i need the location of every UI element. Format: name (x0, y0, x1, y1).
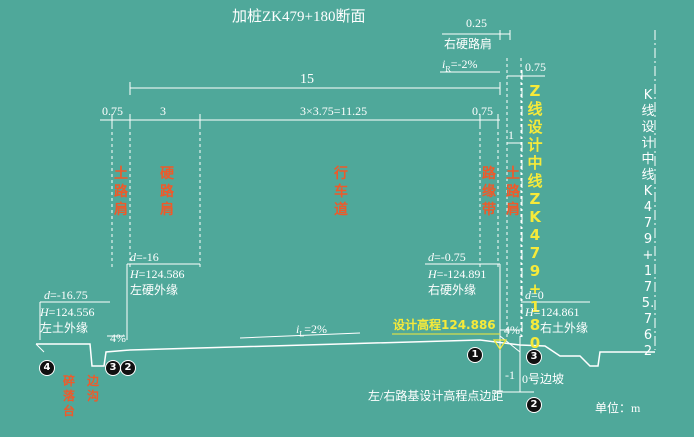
badge-3-right: 3 (527, 350, 541, 364)
left-slope-pct: 4% (110, 331, 126, 345)
p1-h: H=124.556 (40, 305, 95, 319)
zone-edge-strip: 路缘带 (482, 166, 496, 218)
dim-right-paving: 0.75 (472, 104, 493, 118)
total-width: 15 (300, 72, 314, 87)
design-elevation: 设计高程124.886 (393, 318, 496, 332)
shoulder-name: 右硬路肩 (444, 37, 493, 51)
p2-d: d=-16 (130, 250, 159, 264)
minus-one: -1 (505, 368, 515, 382)
badge-2-right: 2 (527, 398, 541, 412)
platform-label: 碎落台 (62, 374, 75, 418)
edge-distance: 左/右路基设计高程点边距 (368, 389, 504, 403)
badge-4: 4 (40, 361, 54, 375)
unit-label: 单位：m (595, 401, 641, 415)
p2-h: H=124.586 (130, 267, 185, 281)
dim-one: 1 (508, 128, 514, 142)
zone-hard-shoulder: 硬路肩 (160, 166, 174, 218)
p3-d: d=-0.75 (428, 250, 466, 264)
p4-h: H=124.861 (525, 305, 580, 319)
badge-2-left: 2 (121, 361, 135, 375)
right-slope-label: iR=-2% (442, 57, 477, 76)
slope-sub: R (445, 64, 451, 74)
shoulder-width: 0.25 (466, 16, 487, 30)
slope-val: =-2% (450, 57, 478, 71)
p4-d: d=0 (525, 288, 544, 302)
p1-d: d=-16.75 (44, 288, 88, 302)
zone-travel-lane: 行车道 (334, 166, 348, 218)
p2-name: 左硬外缘 (130, 283, 179, 297)
diagram-title: 加桩ZK479+180断面 (232, 9, 366, 25)
badge-3-left: 3 (106, 361, 120, 375)
zone-soil-shoulder-left: 土路肩 (114, 166, 128, 218)
dim-lanes: 3×3.75=11.25 (300, 104, 368, 118)
right-slope-pct: 4% (504, 323, 520, 337)
zone-soil-shoulder-right: 土路肩 (506, 166, 520, 218)
k-centerline-label: K线设计中线K479+175.762 (641, 88, 655, 359)
slope-var: i (442, 57, 446, 71)
ditch-label: 边沟 (86, 374, 99, 403)
p1-name: 左土外缘 (40, 321, 89, 335)
dim-hard-shoulder: 3 (160, 104, 166, 118)
badge-1: 1 (468, 348, 482, 362)
dim-left-soil: 0.75 (102, 104, 123, 118)
p3-h: H=-124.891 (428, 267, 487, 281)
right-offset: 0.75 (525, 60, 546, 74)
zero-slope: 0号边坡 (522, 372, 565, 386)
main-slope-label: iL=2% (296, 322, 327, 339)
z-centerline-label: Z线设计中线ZK479+180 (526, 82, 544, 352)
z-centerline-text: Z线设计中线ZK479+180 (527, 82, 543, 352)
p3-name: 右硬外缘 (428, 283, 477, 297)
p4-name: 右土外缘 (540, 321, 589, 335)
